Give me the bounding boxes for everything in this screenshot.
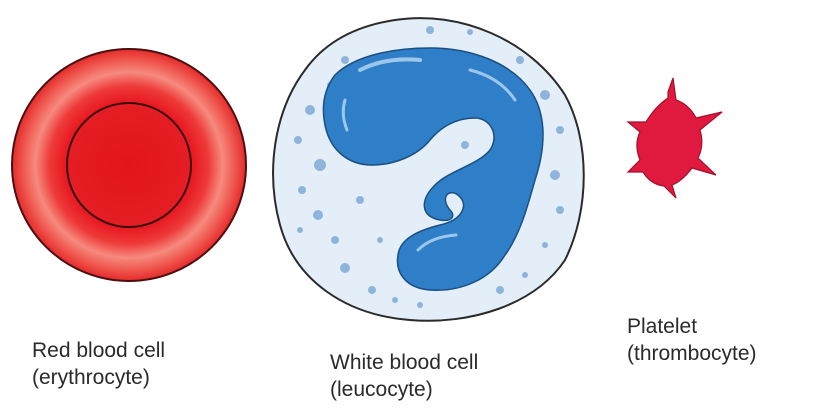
red-blood-cell-name: Red blood cell xyxy=(32,337,165,364)
white-blood-cell-alt-name: (leucocyte) xyxy=(330,376,478,403)
platelet-shape xyxy=(628,78,722,198)
white-blood-cell-name: White blood cell xyxy=(330,349,478,376)
platelet-label: Platelet (thrombocyte) xyxy=(627,313,757,367)
red-blood-cell-label: Red blood cell (erythrocyte) xyxy=(32,337,165,391)
red-blood-cell-alt-name: (erythrocyte) xyxy=(32,364,165,391)
platelet-name: Platelet xyxy=(627,313,757,340)
red-blood-cell-shape xyxy=(12,49,246,281)
white-blood-cell-shape xyxy=(273,18,584,321)
platelet-alt-name: (thrombocyte) xyxy=(627,340,757,367)
white-blood-cell-label: White blood cell (leucocyte) xyxy=(330,349,478,403)
